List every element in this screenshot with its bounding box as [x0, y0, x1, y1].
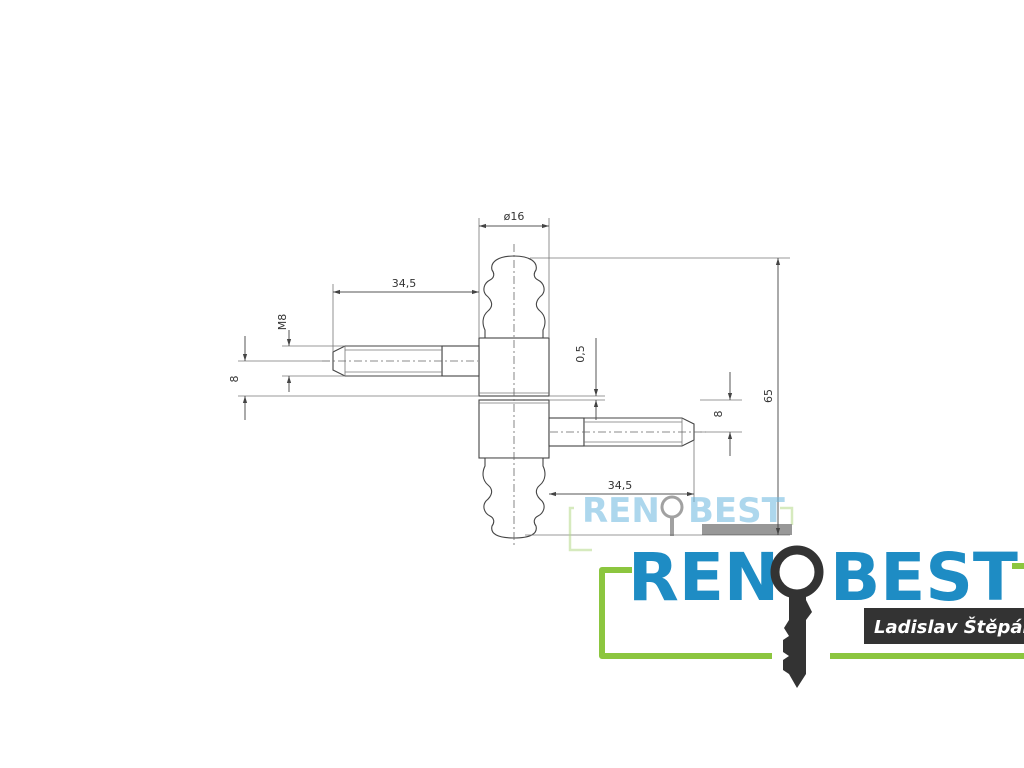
watermark-small: REN BEST	[568, 491, 794, 552]
upper-threaded-pin	[322, 345, 480, 377]
upper-length-label: 34,5	[392, 277, 417, 290]
logo-text-right: BEST	[830, 539, 1018, 616]
pin-right-label: 8	[712, 411, 725, 418]
watermark-renobest: REN BEST Ladislav Štěpán	[599, 539, 1024, 688]
owner-plate	[864, 608, 1024, 644]
hinge-body	[478, 244, 550, 548]
logo-text-left: REN	[628, 539, 779, 616]
small-key-icon	[660, 495, 684, 536]
diameter-label: ø16	[504, 210, 525, 223]
dimension-thread: M8	[276, 314, 345, 392]
pin-left-label: 8	[228, 376, 241, 383]
watermark-frame	[599, 567, 772, 659]
dimension-upper-length: 34,5	[332, 277, 479, 352]
height-label: 65	[762, 389, 775, 403]
thread-label: M8	[276, 314, 289, 331]
small-logo-left: REN	[582, 491, 660, 531]
dimension-lower-length: 34,5	[549, 440, 695, 502]
dimension-diameter: ø16	[478, 210, 550, 338]
gap-label: 0,5	[574, 345, 587, 363]
dimension-pin-right: 8	[700, 372, 742, 456]
lower-threaded-pin	[548, 417, 706, 447]
dimension-gap: 0,5	[549, 338, 605, 420]
owner-name: Ladislav Štěpán	[874, 616, 1024, 638]
key-icon	[770, 545, 824, 688]
lower-length-label: 34,5	[608, 479, 633, 492]
dimension-pin-left: 8	[228, 336, 479, 420]
